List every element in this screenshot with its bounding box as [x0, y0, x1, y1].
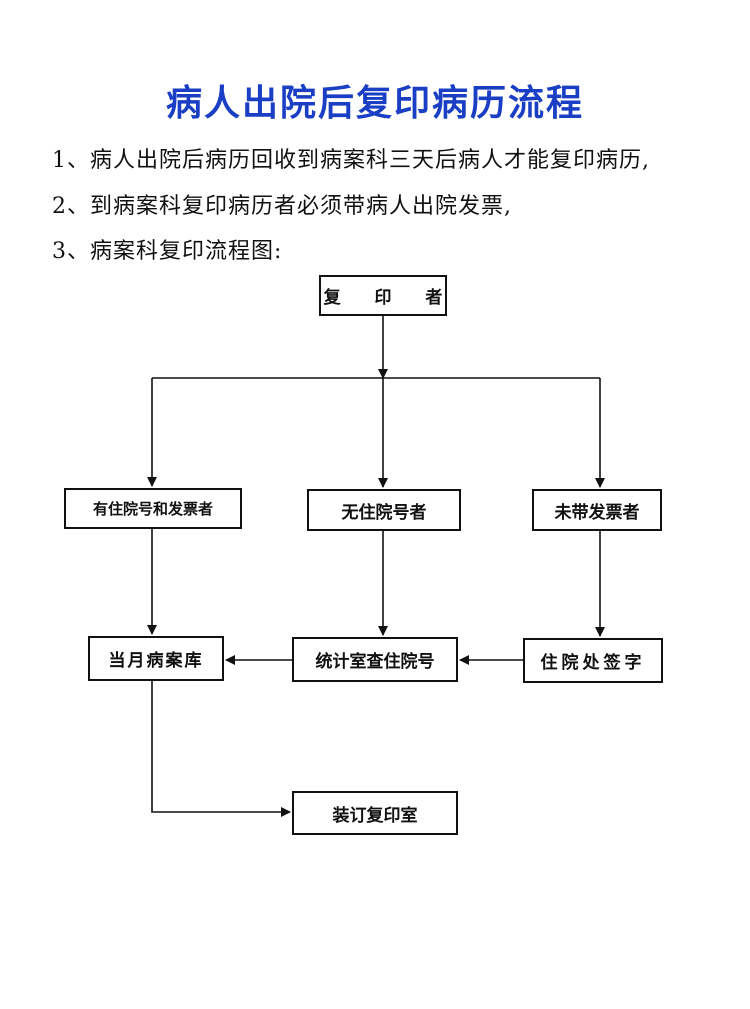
node-binding-copy-room: 装订复印室 — [292, 791, 458, 835]
node-no-admission-number: 无住院号者 — [307, 489, 461, 531]
connector-monthly-binding — [151, 681, 291, 817]
node-no-invoice: 未带发票者 — [532, 489, 662, 531]
instruction-3: 3、病案科复印流程图: — [52, 239, 283, 264]
node-statistics-room-check: 统计室查住院号 — [292, 637, 458, 682]
node-inpatient-office-sign: 住院处签字 — [523, 638, 663, 683]
node-applicant: 复 印 者 — [319, 275, 447, 316]
instruction-2: 2、到病案科复印病历者必须带病人出院发票, — [52, 194, 512, 219]
node-has-admission-and-invoice: 有住院号和发票者 — [64, 488, 242, 529]
node-monthly-records-room: 当月病案库 — [88, 636, 224, 681]
instruction-1: 1、病人出院后病历回收到病案科三天后病人才能复印病历, — [52, 148, 650, 173]
page-title: 病人出院后复印病历流程 — [165, 83, 584, 124]
